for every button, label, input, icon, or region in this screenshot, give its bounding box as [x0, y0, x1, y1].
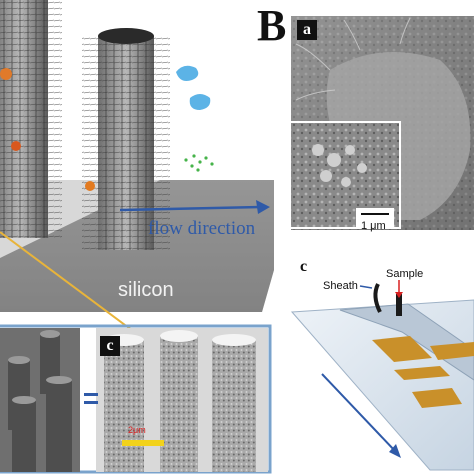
equals-sign [84, 393, 98, 404]
sub-label-c-right: c [300, 258, 308, 275]
sample-arrowhead [395, 292, 403, 298]
sheath-tube [373, 283, 382, 313]
flow-direction-label: flow direction [148, 218, 256, 239]
sheath-arrow [359, 285, 373, 289]
nanopillar-right [82, 28, 170, 250]
small-particles [184, 154, 214, 172]
cell-blue [189, 94, 211, 110]
chip-flow-arrowhead [389, 444, 401, 458]
panel-label-b: B [257, 1, 287, 50]
inset-spheres [312, 144, 367, 187]
cell-orange [85, 181, 95, 191]
microfluidic-chip [290, 280, 474, 471]
chip-flow-arrow [321, 373, 397, 453]
sheath-label: Sheath [323, 280, 358, 292]
sub-label-c-bottom: c [100, 336, 120, 356]
pillar-panel [0, 324, 272, 474]
sample-tube [396, 294, 402, 316]
nanopillar-left [0, 0, 62, 238]
sub-label-a: a [297, 20, 317, 40]
cell-orange [11, 141, 21, 151]
sem-panel-a [289, 16, 474, 230]
cell-orange [0, 68, 12, 80]
sample-label: Sample [386, 268, 424, 280]
flow-arrowhead [256, 200, 270, 214]
cell-blue [176, 65, 199, 81]
nanopillar-schematic [0, 0, 274, 312]
silicon-label: silicon [118, 279, 174, 301]
scalebar-sem-label: 1 μm [361, 220, 386, 232]
gold-electrodes [372, 336, 474, 408]
flow-arrow [119, 205, 263, 212]
scalebar-pillars [122, 440, 164, 446]
scalebar-pillars-label: 2μm [128, 425, 146, 435]
